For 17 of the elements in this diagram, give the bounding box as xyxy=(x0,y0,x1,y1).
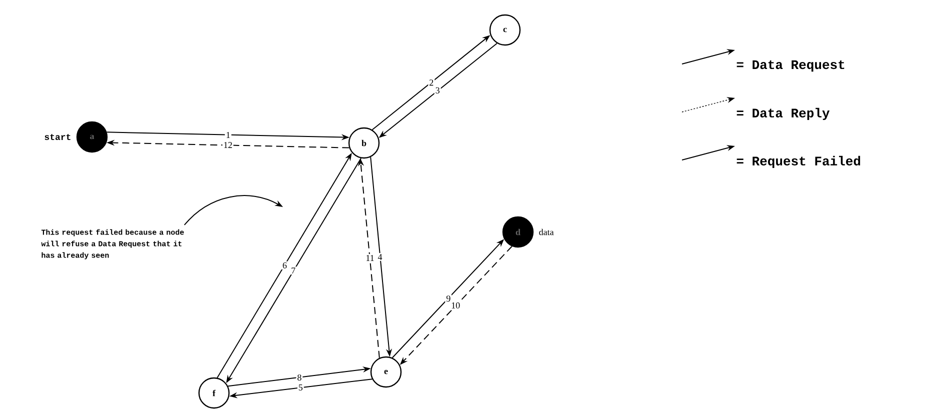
edge-label: 12 xyxy=(222,141,234,149)
node-caption: data xyxy=(539,228,554,236)
edge-label: 2 xyxy=(428,78,435,87)
edge-label: 3 xyxy=(434,86,441,94)
edge-label: 9 xyxy=(445,294,452,303)
edge-label: 8 xyxy=(296,373,303,382)
legend-text: = Request Failed xyxy=(736,156,860,168)
legend-text: = Data Request xyxy=(736,60,844,72)
edge-label: 4 xyxy=(376,253,384,261)
edge-label: 1 xyxy=(224,131,232,139)
edge-label: 5 xyxy=(297,384,304,392)
edge-label: 10 xyxy=(450,301,462,310)
edge-label: 11 xyxy=(364,254,376,262)
node-caption: start xyxy=(44,134,70,140)
edge-label: 6 xyxy=(281,261,288,270)
legend-text: = Data Reply xyxy=(736,108,830,120)
edge-label: 7 xyxy=(290,266,297,275)
